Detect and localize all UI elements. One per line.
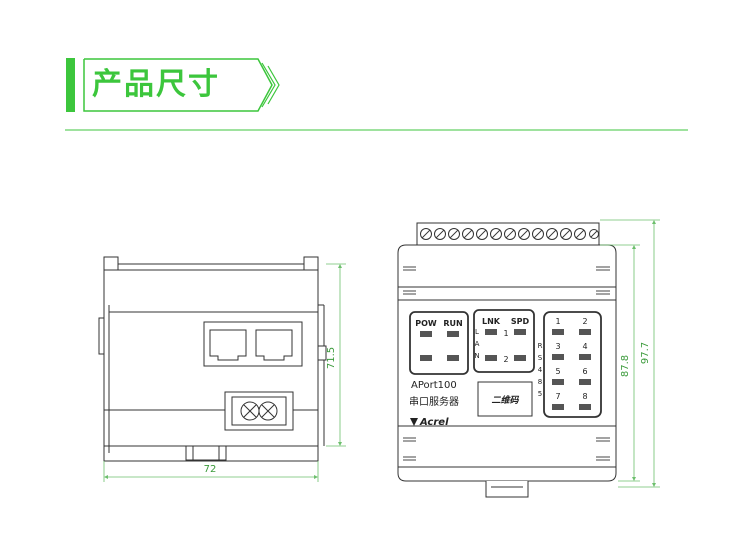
rs485-port-label-5: 5 — [555, 367, 560, 376]
terminal-screw-slots — [421, 229, 598, 239]
run-led — [447, 331, 459, 337]
acrel-logo-icon — [410, 418, 418, 426]
power-terminal-2 — [258, 401, 278, 421]
model-label: APort100 — [411, 380, 457, 391]
side-slots — [403, 266, 610, 461]
rs485-port-label-8: 8 — [582, 392, 587, 401]
rs485-port-label-1: 1 — [555, 317, 560, 326]
side-view-tab-left — [103, 256, 119, 271]
title-box — [83, 58, 273, 112]
run-label: RUN — [443, 319, 462, 328]
page-title: 产品尺寸 — [92, 67, 220, 102]
rs485-led-panel — [543, 311, 602, 418]
rs485-led-5 — [552, 379, 564, 385]
qr-code-box — [477, 381, 533, 417]
side-view — [98, 256, 327, 462]
rs485-port-label-4: 4 — [582, 342, 587, 351]
rs485-port-label-7: 7 — [555, 392, 560, 401]
lnk-label: LNK — [482, 317, 501, 326]
rs485-port-label-6: 6 — [582, 367, 587, 376]
pow-led — [420, 331, 432, 337]
spd-led — [514, 329, 526, 335]
rj45-port-1 — [209, 329, 247, 361]
dim-71-label: 71.5 — [326, 347, 337, 369]
title-header: 产品尺寸 — [0, 0, 750, 140]
qr-code-label: 二维码 — [491, 395, 519, 406]
rs485-letter-r: R — [538, 342, 543, 350]
front-view-dimensions — [600, 219, 660, 488]
title-chevron-1 — [261, 62, 276, 108]
lan-letter-a: A — [475, 340, 480, 348]
side-view-bottom-clip — [185, 445, 227, 461]
rs485-led-8 — [579, 404, 591, 410]
rs485-port-label-3: 3 — [555, 342, 560, 351]
title-accent-bar — [66, 58, 75, 112]
lan-letter-l: L — [475, 328, 479, 336]
side-view-latch-left — [98, 317, 105, 355]
front-labels: POW RUN LNK SPD 1 2 L A N R S 4 8 5 1 2 … — [415, 317, 587, 401]
rs485-led-1 — [552, 329, 564, 335]
rs485-led-2 — [579, 329, 591, 335]
lan-letter-n: N — [474, 352, 479, 360]
brand-label: Acrel — [419, 417, 449, 428]
side-view-dimensions — [103, 263, 346, 482]
dim-97-label: 97.7 — [640, 342, 651, 364]
rs485-letter-5: 5 — [538, 390, 542, 398]
rs485-led-4 — [579, 354, 591, 360]
dim-72-label: 72 — [204, 464, 217, 475]
rs485-led-6 — [579, 379, 591, 385]
rs485-letter-8: 8 — [538, 378, 542, 386]
title-frame — [65, 58, 688, 131]
din-rail-clip — [485, 481, 529, 498]
rj45-port-2 — [255, 329, 293, 361]
power-terminal-1-slot-b — [243, 404, 257, 418]
status-led-3 — [420, 355, 432, 361]
lan-port2-label: 2 — [503, 355, 508, 364]
front-view — [397, 222, 617, 498]
rs485-led-7 — [552, 404, 564, 410]
lan2-led-a — [485, 355, 497, 361]
side-view-tab-right — [303, 256, 319, 271]
pow-label: POW — [415, 319, 437, 328]
lan-port1-label: 1 — [503, 329, 508, 338]
product-name-label: 串口服务器 — [409, 395, 459, 408]
power-terminal-2-slot-b — [261, 404, 275, 418]
status-led-4 — [447, 355, 459, 361]
rs485-led-3 — [552, 354, 564, 360]
side-view-latch-right — [317, 345, 327, 361]
rs485-port-label-2: 2 — [582, 317, 587, 326]
rs485-letter-s: S — [538, 354, 543, 362]
spd-label: SPD — [511, 317, 530, 326]
lnk-led — [485, 329, 497, 335]
lan2-led-b — [514, 355, 526, 361]
title-chevron-2 — [267, 65, 280, 105]
rs485-letter-4: 4 — [538, 366, 543, 374]
dim-87-label: 87.8 — [620, 355, 631, 377]
